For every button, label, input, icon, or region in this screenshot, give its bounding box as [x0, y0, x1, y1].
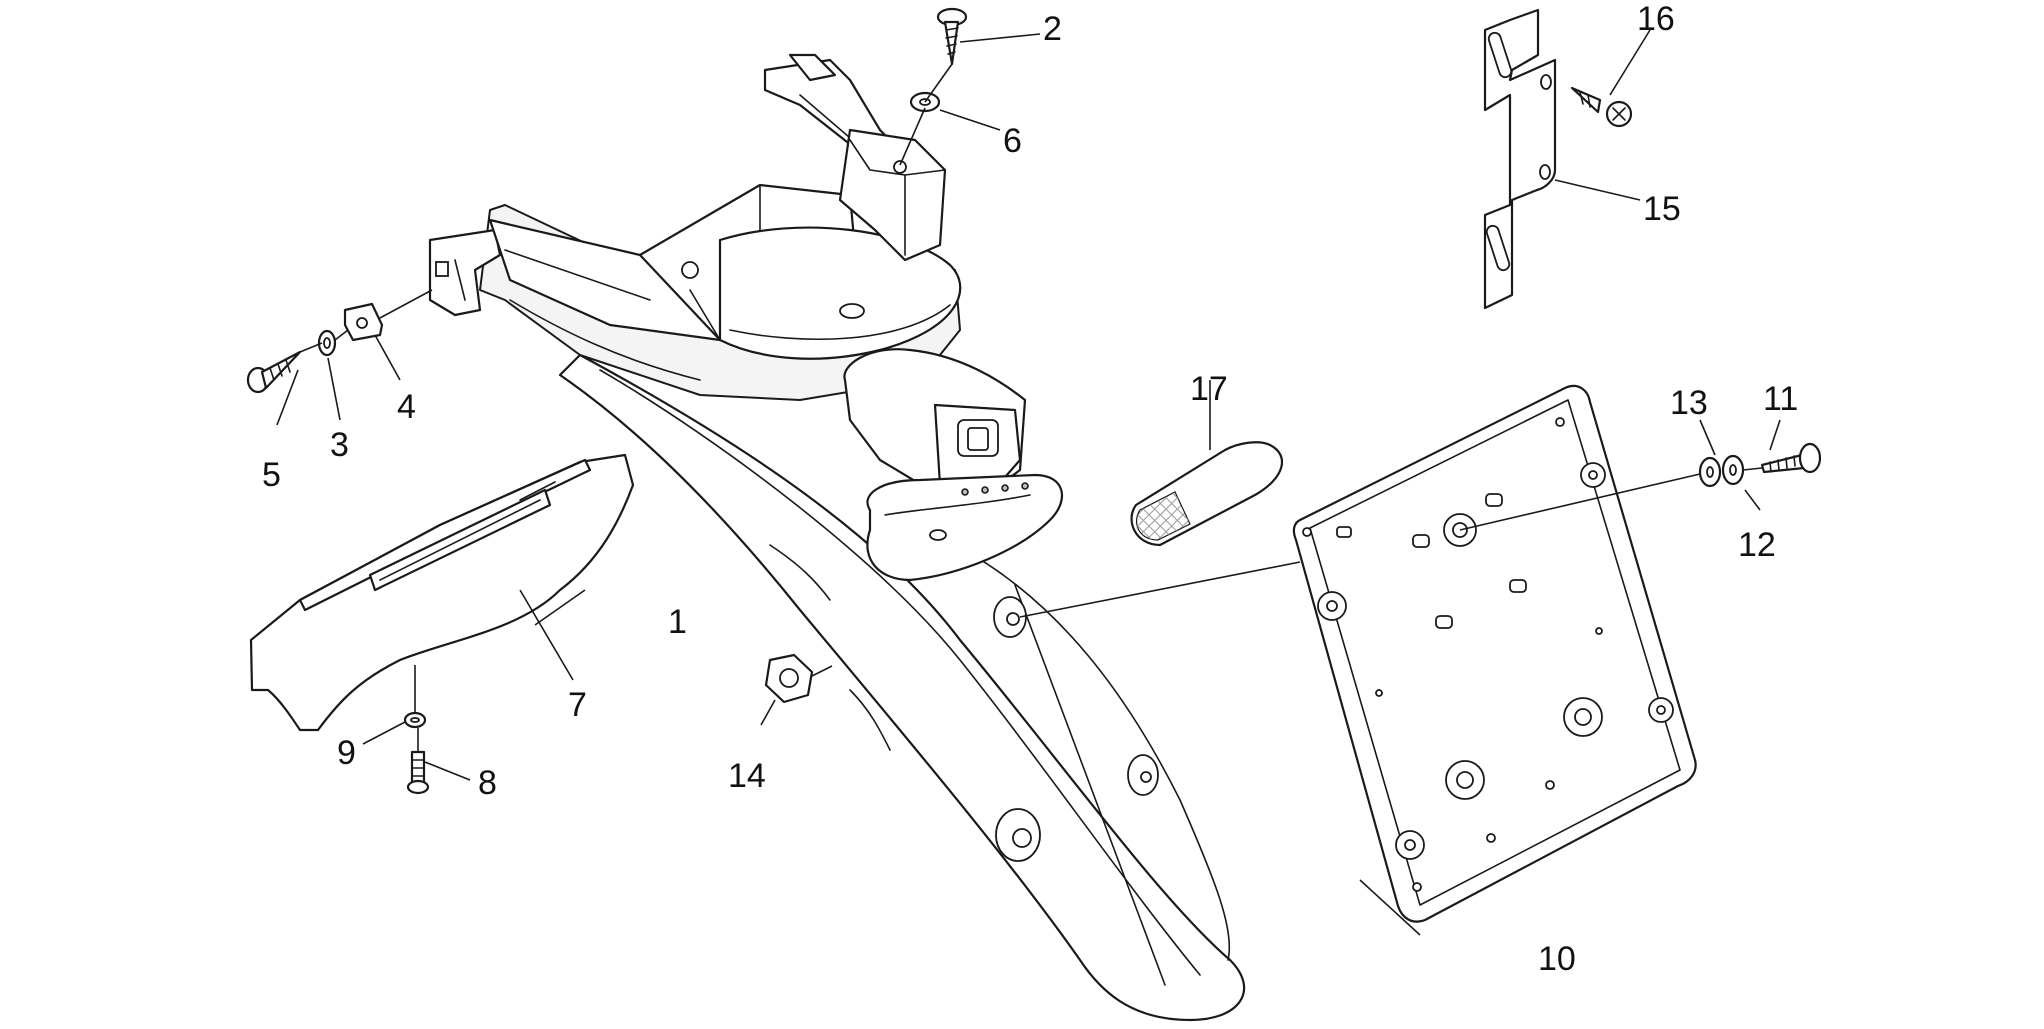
callout-11: 11: [1763, 380, 1798, 418]
plate-holder-bosses: [1302, 417, 1674, 892]
tail-light-housing: [843, 348, 1064, 582]
callout-14: 14: [728, 757, 766, 795]
screw-part-11: [1760, 442, 1822, 474]
callout-5: 5: [262, 456, 281, 494]
nut-part-14: [764, 653, 814, 704]
callout-8: 8: [478, 764, 497, 802]
callout-4: 4: [397, 388, 416, 426]
callout-leaders: [276, 29, 1781, 936]
callout-15: 15: [1643, 190, 1681, 228]
callout-6: 6: [1003, 122, 1022, 160]
callout-7: 7: [568, 686, 587, 724]
splash-flap-part-7: [249, 453, 635, 732]
clip-nut-part-4: [343, 302, 384, 342]
rear-fender-part-1: [558, 353, 1246, 1022]
callout-3: 3: [330, 426, 349, 464]
callout-17: 17: [1190, 370, 1228, 408]
callout-16: 16: [1637, 0, 1675, 38]
callout-labels: 1 2 3 4 5 6 7 8 9 10 11 12 13 14 15 16 1…: [262, 0, 1798, 978]
reflector-part-17: [1130, 441, 1283, 547]
assembly-lines: [299, 63, 1763, 752]
license-plate-holder-part-10: [1292, 384, 1697, 923]
washer-part-3: [317, 329, 337, 357]
callout-12: 12: [1738, 526, 1776, 564]
callout-9: 9: [337, 734, 356, 772]
washer-part-9: [403, 711, 427, 729]
bracket-part-15: [1483, 8, 1557, 310]
callout-13: 13: [1670, 384, 1708, 422]
callout-10: 10: [1538, 940, 1576, 978]
fender-upper-frame: [428, 53, 962, 401]
callout-2: 2: [1043, 10, 1062, 48]
screw-part-8: [406, 750, 430, 795]
washer-part-13: [1698, 456, 1722, 488]
screw-part-2: [936, 7, 968, 66]
screw-part-16: [1570, 86, 1633, 128]
screw-part-5: [246, 350, 302, 394]
washer-part-12: [1721, 454, 1745, 486]
callout-1: 1: [668, 603, 687, 641]
